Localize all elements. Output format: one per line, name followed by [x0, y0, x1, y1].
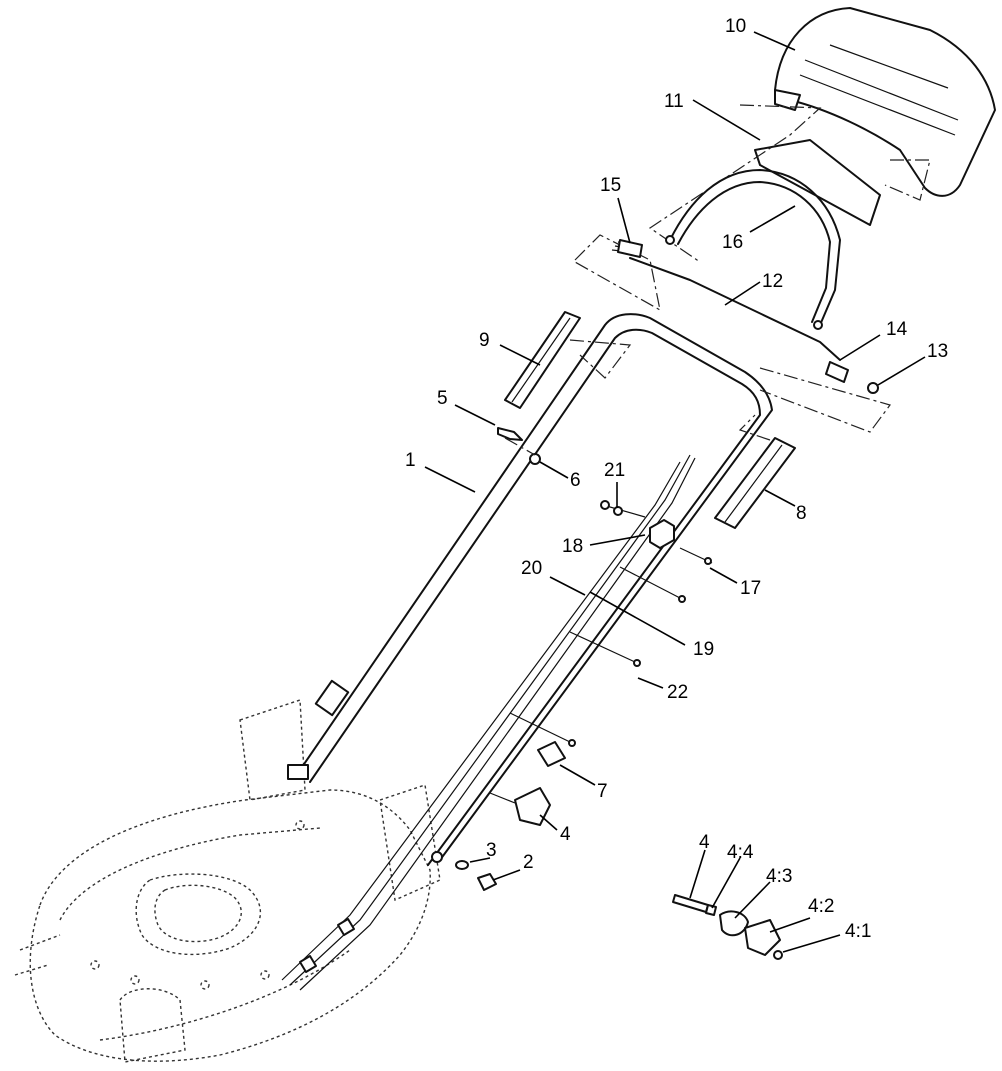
callout-4-4: 4:4 — [727, 842, 754, 863]
part-13-washer — [867, 382, 879, 394]
callout-18: 18 — [562, 536, 583, 557]
callout-4-3: 4:3 — [766, 866, 792, 887]
callout-13: 13 — [927, 341, 948, 362]
callout-5: 5 — [437, 388, 448, 409]
part-2-bolt — [477, 873, 497, 891]
callout-11: 11 — [664, 91, 684, 112]
part-22-cable — [569, 631, 641, 667]
callout-3: 3 — [486, 840, 497, 861]
callout-16: 16 — [722, 232, 743, 253]
part-12-rod — [574, 234, 891, 433]
control-cables — [281, 454, 696, 991]
callout-4: 4 — [560, 824, 571, 845]
part-14-bushing — [825, 361, 849, 383]
callout-17: 17 — [740, 578, 761, 599]
part-4-exploded-detail — [672, 894, 783, 960]
callout-1: 1 — [405, 450, 416, 471]
mower-deck — [14, 699, 441, 1063]
part-3-washer — [455, 860, 469, 870]
callout-14: 14 — [886, 319, 908, 340]
part-19-cable-piece — [619, 566, 686, 603]
part-9-handle-cover — [504, 311, 632, 409]
part-7-bracket — [537, 741, 566, 767]
callout-19: 19 — [693, 639, 714, 660]
callout-7: 7 — [597, 781, 608, 802]
callout-20: 20 — [521, 558, 542, 579]
callout-8: 8 — [796, 503, 807, 524]
part-4-handle-knob — [489, 787, 551, 826]
callout-4-detail: 4 — [699, 832, 710, 853]
callout-10: 10 — [725, 16, 746, 37]
callout-9: 9 — [479, 330, 490, 351]
cable-stub — [509, 712, 576, 747]
lower-handle — [287, 313, 773, 866]
part-17-pin — [679, 547, 713, 565]
part-5-clip — [497, 427, 523, 441]
callout-4-2: 4:2 — [808, 896, 834, 917]
callout-6: 6 — [570, 470, 581, 491]
callout-15: 15 — [600, 175, 621, 196]
callout-21: 21 — [604, 460, 625, 481]
callout-12: 12 — [762, 271, 783, 292]
leader-lines — [424, 31, 926, 953]
callout-22: 22 — [667, 682, 688, 703]
callout-labels: 1 2 3 4 4 4:1 4:2 4:3 4:4 5 6 7 8 9 10 1… — [405, 16, 948, 942]
part-8-handle-cover — [714, 414, 796, 529]
callout-2: 2 — [523, 852, 534, 873]
callout-4-1: 4:1 — [845, 921, 871, 942]
part-21-bolt — [600, 500, 646, 518]
part-18-cable-clip — [649, 519, 675, 549]
part-15-spring — [611, 239, 643, 258]
part-6-nut — [504, 437, 541, 465]
part-10-top-handle — [774, 7, 996, 197]
part-16-bail — [665, 169, 841, 330]
